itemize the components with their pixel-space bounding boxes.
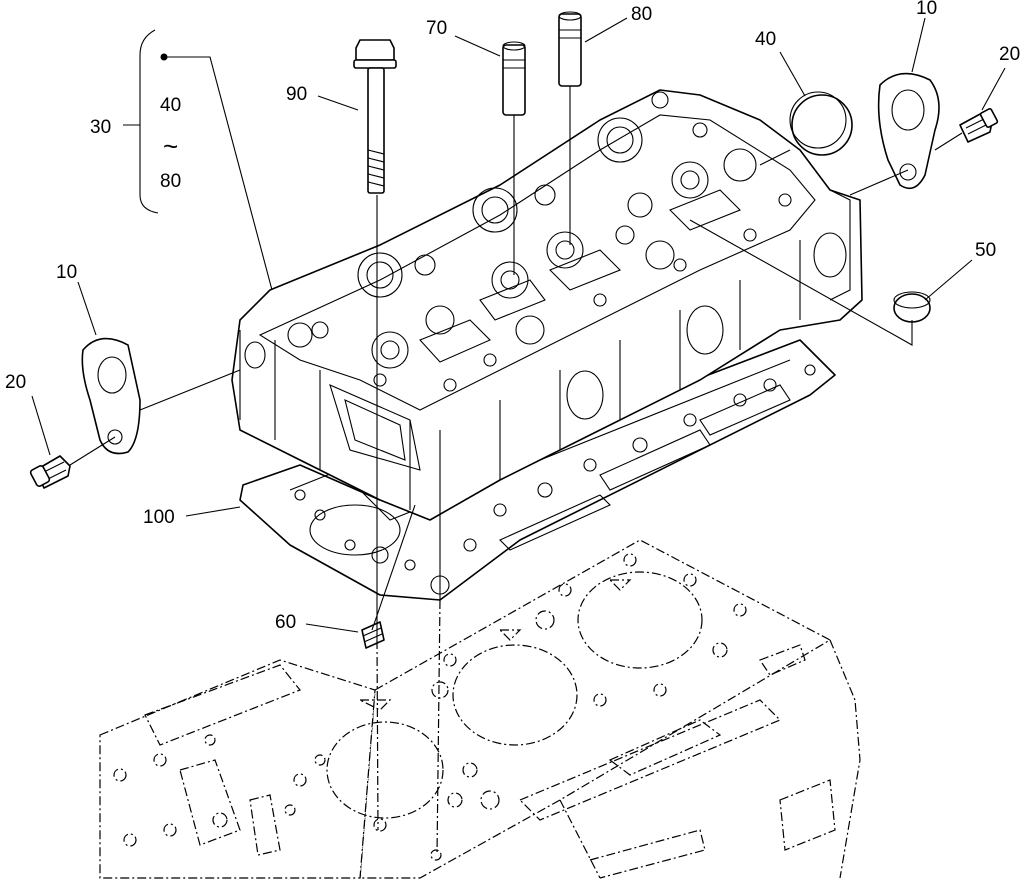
- label-100: 100: [143, 507, 175, 528]
- plug-50: [893, 291, 931, 323]
- bolt-20-left: [29, 455, 71, 489]
- engine-block: [99, 539, 861, 879]
- head-gasket-100: [239, 339, 836, 601]
- label-80-group: 80: [160, 171, 181, 192]
- label-60: 60: [275, 612, 296, 633]
- valve-guide-70: [502, 41, 526, 116]
- part-labels: 30 40 ~ 80 90 70 80 40 10 20 50 10 20 10…: [5, 0, 1020, 633]
- label-90: 90: [286, 84, 307, 105]
- label-50: 50: [975, 240, 996, 261]
- label-20-left: 20: [5, 372, 26, 393]
- label-30: 30: [90, 117, 111, 138]
- label-80: 80: [631, 4, 652, 25]
- label-70: 70: [426, 18, 447, 39]
- head-bolt-90: [353, 39, 397, 194]
- lifting-eye-10-right: [877, 72, 940, 190]
- bolt-20-right: [959, 108, 999, 143]
- leader-lines: [31, 17, 1006, 633]
- group-dot: [160, 53, 168, 61]
- label-10-right: 10: [916, 0, 937, 19]
- assembly-lines: [69, 86, 963, 856]
- label-20-right: 20: [999, 44, 1020, 65]
- label-40: 40: [755, 29, 776, 50]
- range-tilde: ~: [163, 131, 178, 161]
- stud-60: [361, 621, 385, 649]
- cylinder-head: [231, 89, 863, 521]
- valve-guide-80: [558, 11, 582, 87]
- plug-40: [789, 91, 853, 156]
- lifting-eye-10-left: [81, 337, 141, 455]
- label-40-group: 40: [160, 95, 181, 116]
- label-10-left: 10: [56, 262, 77, 283]
